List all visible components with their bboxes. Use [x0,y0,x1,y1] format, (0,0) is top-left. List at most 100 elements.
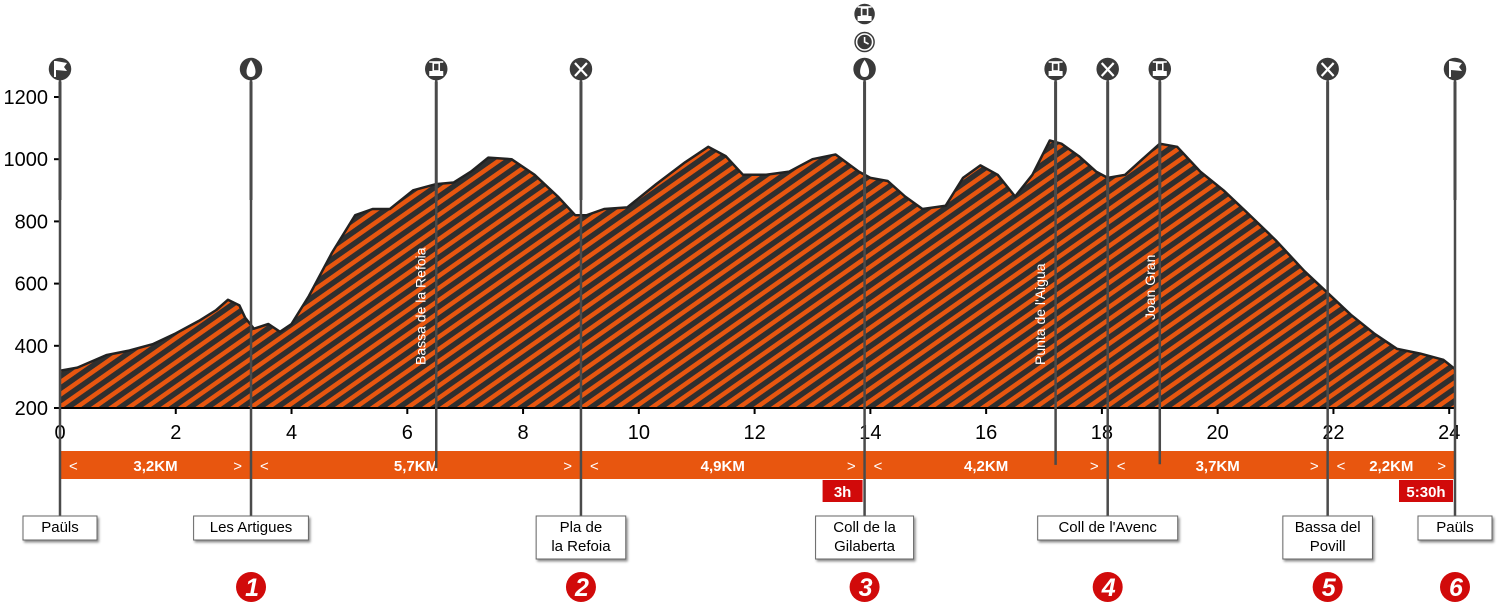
summit-icon [429,61,444,76]
waypoint-label-box [535,515,627,560]
summit-base [429,71,444,76]
profile-peak-label: Bassa de la Refoia [412,247,428,365]
knife [574,62,588,77]
time-badge [822,480,863,502]
clock-face [855,33,874,51]
waypoint-number-badge [236,572,267,602]
summit-marker [860,7,869,17]
waypoint-label-box [193,515,309,541]
segment-distance-label: 2,2KM [1369,458,1413,475]
summit-icon-bg [1147,56,1173,82]
segment-distance-label: 3,2KM [133,458,177,475]
clock-hands [863,37,869,45]
waypoint-name: la Refoia [551,538,611,555]
summit-marker [1155,62,1164,72]
x-tick-label: 18 [1091,422,1113,444]
waypoint-name: Les Artigues [210,519,293,536]
water-drop-icon [860,60,870,77]
y-tick-label: 1200 [4,87,49,109]
food-icon [1100,62,1115,77]
waypoint-label-box [22,515,98,541]
elevation-area [60,140,1455,408]
y-tick-label: 400 [15,336,48,358]
segment-left-chevron: < [69,458,78,475]
water-drop-icon [246,60,256,77]
waypoint-number-badge [565,572,596,602]
x-tick-label: 6 [402,422,413,444]
waypoint-label-box [1282,515,1373,560]
segment-right-chevron: > [847,458,856,475]
food-icon [1320,62,1335,77]
summit-base [857,16,872,21]
waypoint-number-badge [849,572,880,602]
waypoint-number: 6 [1449,574,1464,602]
waypoint-number: 3 [859,574,873,602]
segment-distance-label: 5,7KM [394,458,438,475]
profile-peak-label: Punta de l'Aigua [1032,263,1048,365]
waypoint-number-badge [1312,572,1343,602]
summit-base [1152,71,1167,76]
knife [1100,62,1115,77]
drop-shape [860,60,870,77]
summit-icon [857,6,872,21]
segment-left-chevron: < [1117,458,1126,475]
y-tick-label: 800 [15,211,48,233]
waypoint-name: Gilaberta [834,538,896,555]
clock-icon [855,33,874,51]
segment-left-chevron: < [590,458,599,475]
waypoint-label-box [815,515,915,560]
y-tick-label: 1000 [4,149,49,171]
x-tick-label: 24 [1438,422,1460,444]
waypoint-name: Coll de la [833,519,896,536]
flag-cloth [1451,61,1462,71]
waypoint-name: Paüls [1436,519,1474,536]
segment-left-chevron: < [260,458,269,475]
x-tick-label: 4 [286,422,297,444]
segment-right-chevron: > [1437,458,1446,475]
waypoint-number: 2 [574,574,589,602]
food-icon [574,62,588,77]
waypoint-label-box [1417,515,1493,541]
x-tick-label: 16 [975,422,997,444]
summit-icon-bg [1042,56,1069,82]
waypoint-name: Bassa del [1295,519,1361,536]
x-tick-label: 20 [1207,422,1229,444]
x-tick-label: 8 [518,422,529,444]
summit-marker [1051,62,1060,72]
y-tick-label: 600 [15,274,48,296]
waypoint-name: Coll de l'Avenc [1058,519,1157,536]
y-tick-label: 200 [15,398,48,420]
flag-cloth [56,61,67,71]
segment-distance-label: 4,2KM [964,458,1008,475]
segment-distance-label: 4,9KM [701,458,745,475]
x-tick-label: 10 [628,422,650,444]
waypoint-name: Pla de [560,519,603,536]
time-badge-label: 5:30h [1406,484,1445,501]
knife [1320,62,1335,77]
waypoint-number-badge [1440,572,1470,602]
x-tick-label: 12 [743,422,765,444]
segment-distance-label: 3,7KM [1196,458,1240,475]
x-tick-label: 22 [1322,422,1344,444]
time-badge-label: 3h [834,484,852,501]
segment-left-chevron: < [874,458,883,475]
time-badge [1399,480,1453,502]
flag-icon [54,61,67,77]
waypoint-name: Paüls [41,519,79,536]
summit-icon [1152,61,1167,76]
waypoint-name: Povill [1310,538,1346,555]
segment-right-chevron: > [1310,458,1319,475]
waypoint-number: 5 [1322,574,1337,602]
summit-marker [432,62,441,72]
drop-shape [246,60,256,77]
x-tick-label: 14 [859,422,881,444]
waypoint-number-badge [1092,572,1123,602]
summit-icon-bg [423,56,449,82]
segment-right-chevron: > [1090,458,1099,475]
waypoint-number: 1 [245,574,259,602]
waypoint-number: 4 [1101,574,1116,602]
segment-bar [60,451,1455,479]
profile-peak-label: Joan Gran [1142,255,1158,320]
summit-base [1048,71,1063,76]
